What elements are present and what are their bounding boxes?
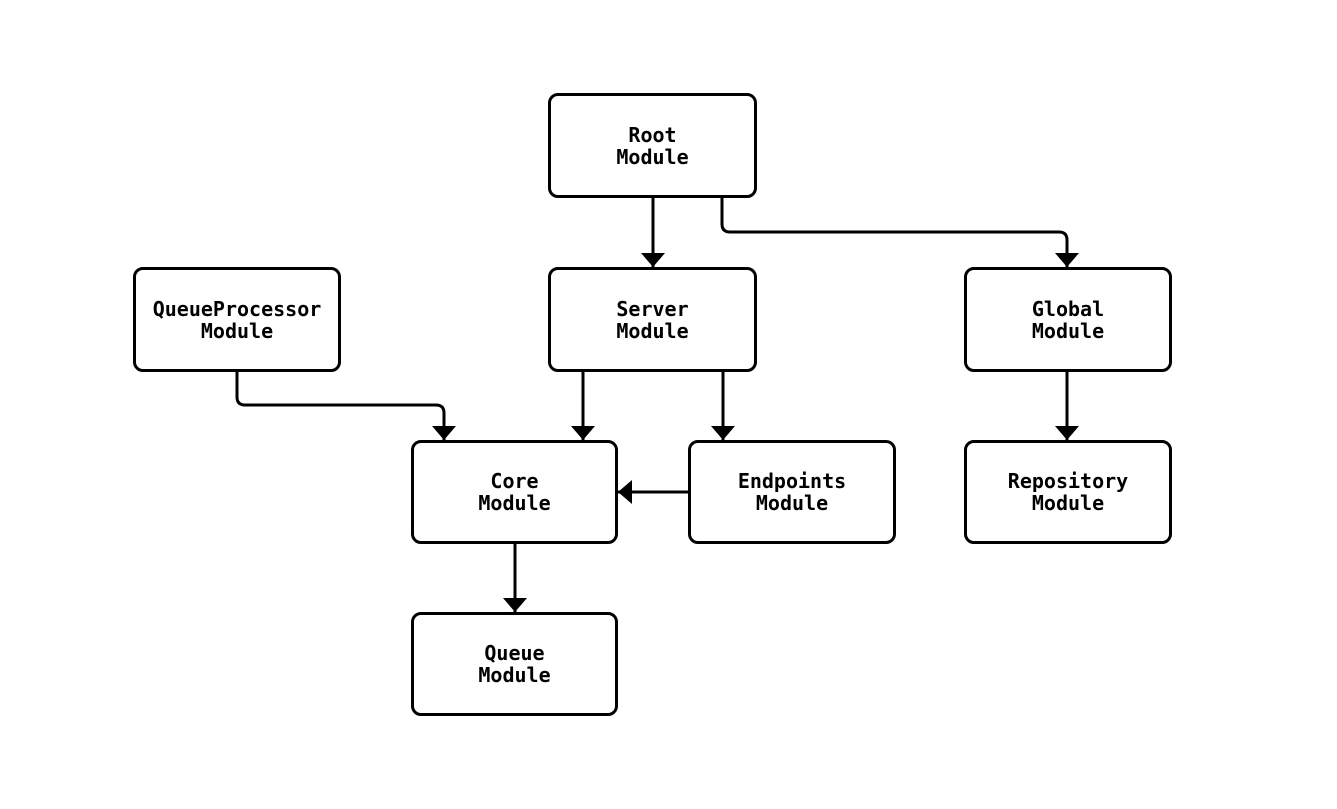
edge-root-global [720, 198, 1079, 267]
node-root: Root Module [548, 93, 757, 198]
node-queue: Queue Module [411, 612, 618, 716]
node-global: Global Module [964, 267, 1172, 372]
node-label-queueprocessor: QueueProcessor Module [152, 296, 322, 343]
node-label-root: Root Module [616, 122, 689, 169]
node-server: Server Module [548, 267, 757, 372]
node-label-queue: Queue Module [478, 641, 551, 687]
node-core: Core Module [411, 440, 618, 544]
node-label-repository: Repository Module [1007, 469, 1129, 515]
node-label-global: Global Module [1031, 296, 1105, 343]
node-queueprocessor: QueueProcessor Module [133, 267, 341, 372]
node-endpoints: Endpoints Module [688, 440, 896, 544]
node-label-core: Core Module [478, 469, 551, 515]
node-label-endpoints: Endpoints Module [737, 469, 847, 515]
node-label-server: Server Module [616, 296, 689, 343]
edge-queueprocessor-core [235, 372, 456, 440]
node-repository: Repository Module [964, 440, 1172, 544]
